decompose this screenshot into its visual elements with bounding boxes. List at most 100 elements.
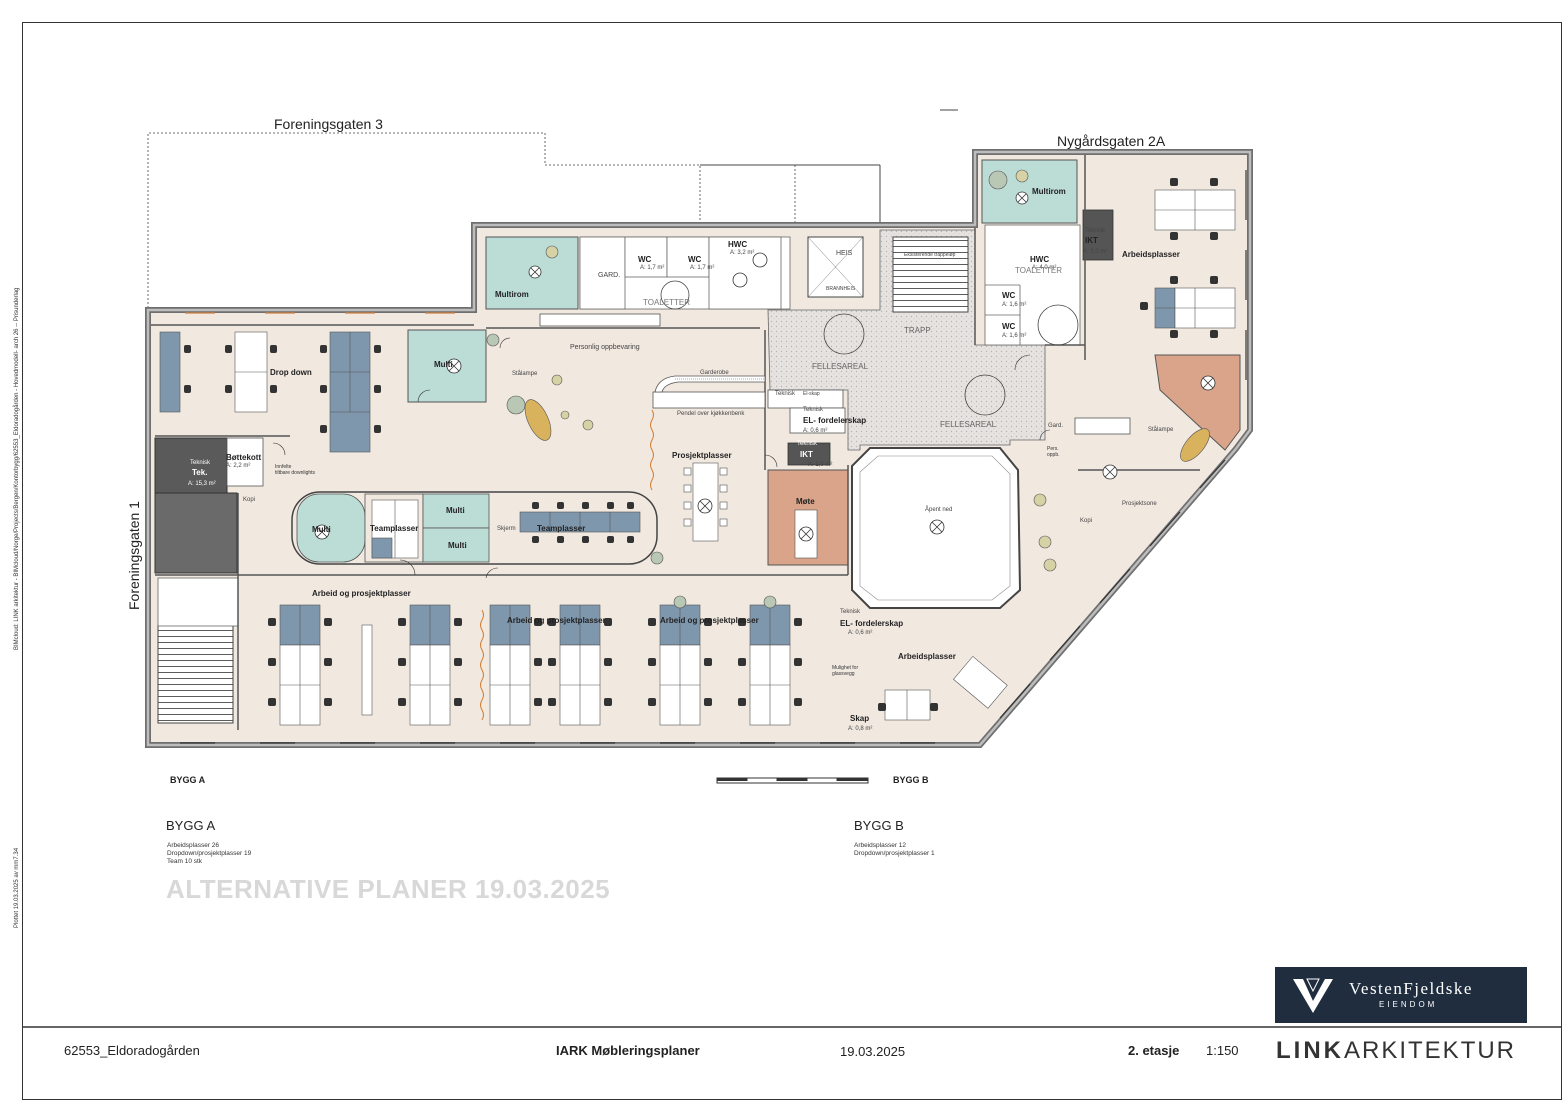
label-teknisk-el2: Teknisk [840, 609, 861, 615]
bygg-a-title: BYGG A [166, 818, 216, 833]
label-el2-area: A: 0,6 m² [848, 630, 873, 636]
multi-room-2 [296, 493, 366, 563]
stairwell-b [892, 236, 969, 313]
label-ikt-b: IKT [1085, 236, 1098, 245]
label-bottekott: Bøttekott [226, 453, 262, 462]
bottekott-room [226, 437, 264, 487]
label-wc-b2-area: A: 1,6 m² [1002, 333, 1027, 339]
label-eksisterende-trapp: Eksisterende trappeløp [904, 252, 956, 258]
logo-client-name: VestenFjeldske [1349, 979, 1473, 998]
label-el-small: El-skap [803, 391, 820, 397]
desks-ne [884, 189, 1236, 721]
curtains [480, 409, 654, 721]
label-toaletter-a: TOALETTER [643, 298, 690, 307]
label-wc-b1: WC [1002, 291, 1016, 300]
label-hwc-a: HWC [728, 240, 748, 249]
label-tek-area: A: 15,3 m² [188, 481, 216, 487]
label-personlig-oppbevaring: Personlig oppbevaring [570, 344, 640, 351]
label-gard: GARD. [598, 272, 621, 279]
fellesareal-area [767, 229, 1046, 451]
title-block-project: 62553_Eldoradogården [64, 1043, 200, 1058]
label-teknisk-small: Teknisk [775, 391, 796, 397]
label-teknisk-el1: Teknisk [803, 407, 824, 413]
label-garderobe: Garderobe [700, 370, 729, 376]
label-mulighet: Mulighet for glassvegg [832, 665, 859, 677]
label-fellesareal-1: FELLESAREAL [812, 362, 869, 371]
chairs [184, 345, 381, 433]
label-wc-2: WC [688, 255, 702, 264]
desks-south [279, 604, 791, 726]
label-multirom-b: Multirom [1032, 187, 1066, 196]
label-wc-1-area: A: 1,7 m² [640, 265, 665, 271]
label-multirom-a: Multirom [495, 290, 529, 299]
side-note-plotted: Plottet 19.03.2025 av mm7.34 [14, 847, 20, 928]
label-pendel: Pendel over kjøkkenbenk [677, 411, 745, 417]
label-teknisk-ikt-b: Teknisk [1085, 228, 1106, 234]
label-hwc-b-area: A: 4,0 m² [1032, 265, 1057, 271]
label-kopi-1: Kopi [243, 497, 256, 503]
chairs-south [268, 618, 802, 706]
stairwell-a [157, 624, 234, 724]
bygg-b-label: BYGG B [893, 775, 929, 785]
label-bottekott-area: A: 2,2 m² [226, 463, 251, 469]
label-arbeid-prosjekt-3: Arbeid og prosjektplasser [660, 616, 759, 625]
bygg-a-label: BYGG A [170, 775, 206, 785]
label-multi-1: Multi [434, 360, 453, 369]
label-drop-down: Drop down [270, 368, 312, 377]
teknisk-room [154, 437, 228, 494]
label-multi-4: Multi [448, 541, 467, 550]
label-hwc-a-area: A: 3,2 m² [730, 250, 755, 256]
label-wc-b2: WC [1002, 322, 1016, 331]
logo-client-sub: EIENDOM [1379, 1000, 1438, 1009]
link-arkitektur-logo: LINKARKITEKTUR [1276, 1037, 1516, 1065]
side-note-path: BIMcloud: LINK arkitektur - BIMcloud/Nor… [14, 287, 20, 650]
context-outlines [147, 132, 796, 308]
bygg-b-stats: Arbeidsplasser 12 Dropdown/prosjektplass… [854, 842, 935, 857]
multirom-b [981, 159, 1078, 224]
door-swings [272, 337, 1051, 579]
label-ikt2: IKT [800, 450, 813, 459]
scale-bar [716, 777, 869, 784]
label-skjerm: Skjerm [497, 526, 516, 532]
label-innfelte: Innfelte tiltbare downlights [275, 464, 316, 476]
street-nygardsgaten-2a: Nygårdsgaten 2A [1057, 133, 1166, 149]
label-skap: Skap [850, 714, 870, 723]
label-el1-area: A: 0,6 m² [803, 428, 828, 434]
desks-team [371, 499, 641, 559]
label-tek: Tek. [192, 468, 208, 477]
label-el2: EL- fordelerskap [840, 619, 904, 628]
multi-room-1 [407, 329, 487, 403]
multi-room-3 [422, 493, 490, 529]
bygg-b-title: BYGG B [854, 818, 904, 833]
label-heis-note: BRANNHEIS [826, 286, 856, 292]
label-teknisk-tek: Teknisk [190, 460, 211, 466]
label-pers-b: Pers. oppb. [1047, 446, 1060, 458]
label-toaletter-b: TOALETTER [1015, 266, 1062, 275]
kitchen-counter [652, 391, 766, 409]
label-prosjektsone: Prosjektsone [1122, 501, 1157, 507]
label-mote: Møte [796, 497, 815, 506]
label-multi-3: Multi [446, 506, 465, 515]
desks-drop-down [159, 331, 371, 453]
team-pod-outline [291, 491, 658, 565]
lounge-furniture [486, 169, 1210, 609]
label-wc-2-area: A: 1,7 m² [690, 265, 715, 271]
label-trapp: TRAPP [904, 326, 931, 335]
label-fellesareal-2: FELLESAREAL [940, 420, 997, 429]
title-block-scale: 1:150 [1206, 1043, 1239, 1058]
label-wc-b1-area: A: 1,6 m² [1002, 302, 1027, 308]
label-stalampe-2: Stålampe [1148, 427, 1174, 433]
drawing-sheet-frame [22, 22, 1562, 1100]
label-ikt2-area: A: 1,0 m² [808, 462, 833, 468]
logo-architect-bold: LINK [1276, 1037, 1344, 1064]
table-markers [314, 191, 1216, 542]
multi-room-4 [422, 527, 490, 563]
label-skap-area: A: 0,8 m² [848, 726, 873, 732]
windows-diagonal [999, 170, 1247, 719]
meeting-room-ne [1154, 354, 1241, 451]
label-multi-2: Multi [312, 525, 331, 534]
street-foreningsgaten-1: Foreningsgaten 1 [126, 501, 142, 610]
logo-architect-rest: ARKITEKTUR [1344, 1037, 1517, 1064]
label-heis: HEIS [836, 250, 853, 257]
